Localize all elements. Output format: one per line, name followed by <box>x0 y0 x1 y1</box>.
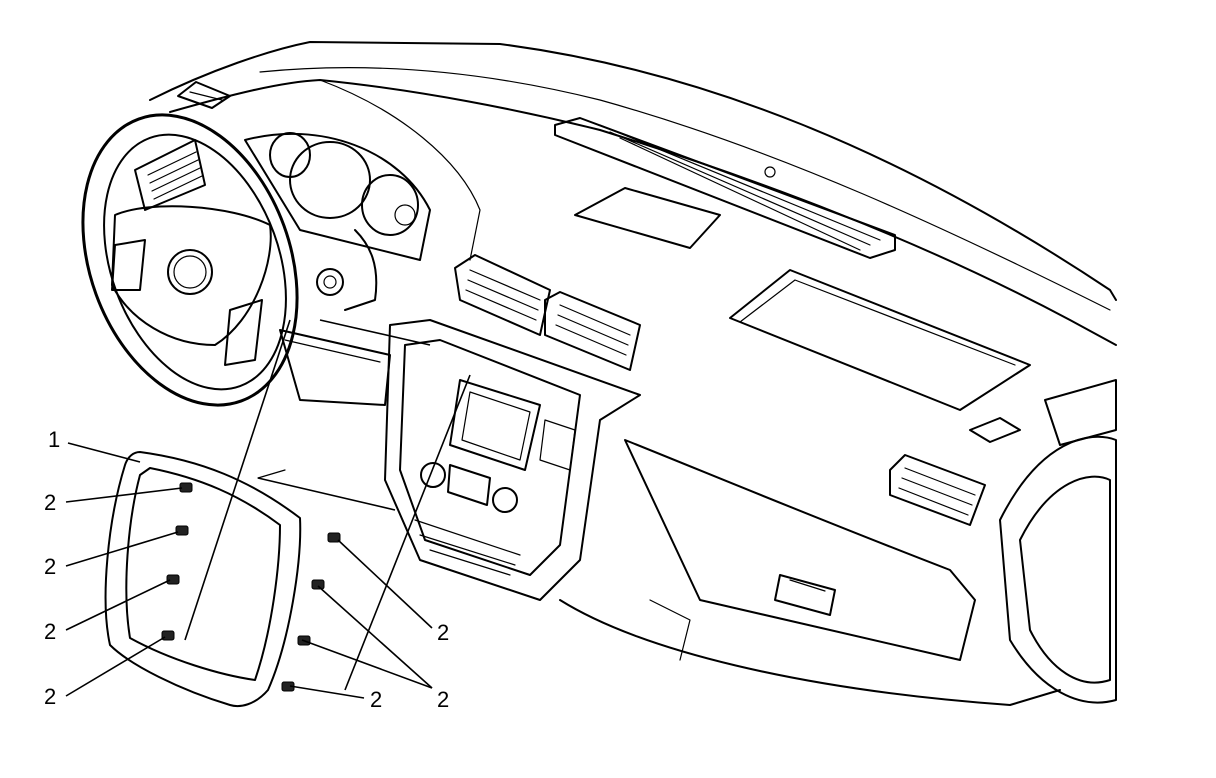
radio-controls <box>414 419 576 576</box>
left-speaker-grille <box>177 81 231 109</box>
center-air-vent-left <box>454 254 551 336</box>
center-top-pad <box>574 187 721 249</box>
glove-box <box>624 439 976 661</box>
callout-leaders <box>65 442 433 699</box>
retaining-clips <box>161 482 341 692</box>
dash-upper-pad <box>149 41 1117 346</box>
callout-1: 1 <box>48 427 60 452</box>
right-end-cap <box>969 379 1117 704</box>
callout-2: 2 <box>437 620 449 645</box>
defroster-grille <box>554 117 896 259</box>
clip-4 <box>161 630 175 641</box>
callout-2: 2 <box>44 554 56 579</box>
center-air-vent-right <box>544 291 641 371</box>
clip-3 <box>166 574 180 585</box>
passenger-air-vent <box>889 454 986 526</box>
trim-plate <box>104 451 302 708</box>
steering-wheel <box>81 113 299 407</box>
callout-2: 2 <box>370 687 382 712</box>
callout-2: 2 <box>437 687 449 712</box>
clip-5 <box>327 532 341 543</box>
leader-projection-lines <box>184 319 471 691</box>
instrument-cluster <box>244 132 431 311</box>
callout-2: 2 <box>44 490 56 515</box>
left-air-vent <box>134 139 206 211</box>
center-stack-bezel <box>384 319 641 601</box>
clip-2 <box>175 525 189 536</box>
callout-labels: 1 2 2 2 2 2 2 2 <box>44 427 449 712</box>
callout-2: 2 <box>44 684 56 709</box>
knee-bolster <box>279 329 391 406</box>
callout-2: 2 <box>44 619 56 644</box>
clip-6 <box>311 579 325 590</box>
radio-display <box>449 379 541 471</box>
lower-trim <box>559 599 1061 706</box>
passenger-top-pad <box>729 269 1031 411</box>
